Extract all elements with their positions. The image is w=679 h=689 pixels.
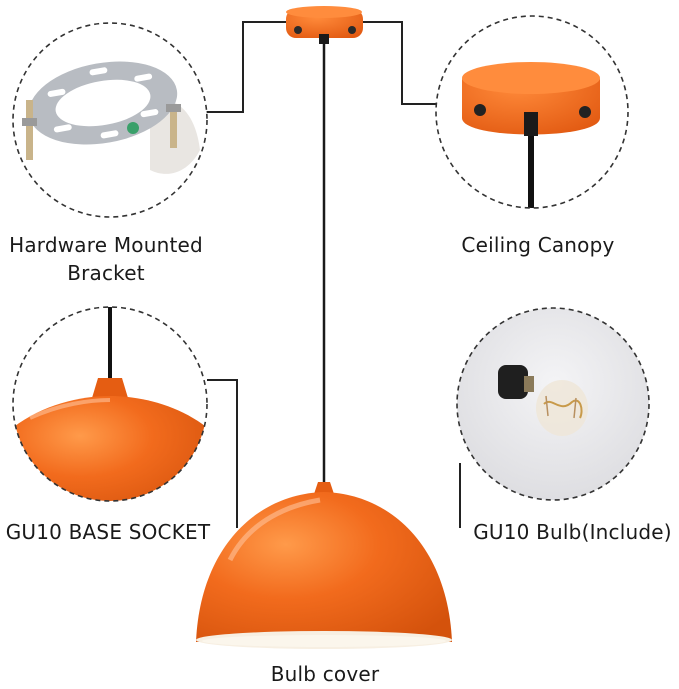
callout-socket-line [207,379,238,528]
socket-detail-circle [12,306,208,502]
callout-bracket-line [205,21,290,113]
bulb-label: GU10 Bulb(Include) [473,520,672,544]
hardware-bracket-label: Hardware Mounted Bracket [0,231,212,287]
ceiling-canopy-label: Ceiling Canopy [461,233,615,257]
callout-lines [205,21,461,528]
hardware-bracket-label-line2: Bracket [67,261,145,285]
main-dome-shade [196,482,452,649]
hardware-bracket-label-line1: Hardware Mounted [9,233,203,257]
callout-canopy-line [360,21,437,105]
bulb-cover-label: Bulb cover [270,662,380,686]
canopy-detail-circle [435,15,629,209]
bulb-detail-circle [456,307,650,501]
base-socket-label: GU10 BASE SOCKET [5,520,211,544]
bracket-detail-circle [12,22,208,218]
main-canopy [286,6,363,44]
